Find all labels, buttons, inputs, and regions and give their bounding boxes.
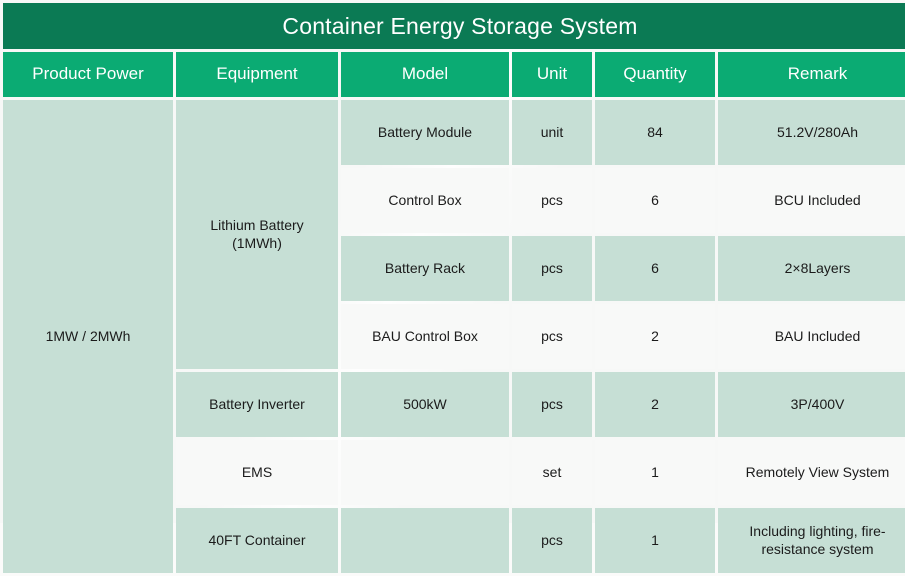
cell-unit: unit <box>512 100 592 165</box>
cell-remark: 3P/400V <box>718 372 905 437</box>
cell-equipment-container: 40FT Container <box>176 508 338 573</box>
cell-product-power: 1MW / 2MWh <box>3 100 173 573</box>
column-header-unit: Unit <box>512 52 592 97</box>
cell-unit: pcs <box>512 304 592 369</box>
cell-unit: pcs <box>512 372 592 437</box>
cell-remark: 2×8Layers <box>718 236 905 301</box>
column-header-remark: Remark <box>718 52 905 97</box>
remark-line2: resistance system <box>761 540 874 557</box>
cell-model: Battery Rack <box>341 236 509 301</box>
cell-model: BAU Control Box <box>341 304 509 369</box>
table-row: Control Box pcs 6 BCU Included <box>3 168 905 233</box>
cell-model: Control Box <box>341 168 509 233</box>
cell-remark: Including lighting, fire- resistance sys… <box>718 508 905 573</box>
table-row: Battery Rack pcs 6 2×8Layers <box>3 236 905 301</box>
cell-remark: BCU Included <box>718 168 905 233</box>
table-row: BAU Control Box pcs 2 BAU Included <box>3 304 905 369</box>
column-header-model: Model <box>341 52 509 97</box>
table-header-row: Product Power Equipment Model Unit Quant… <box>3 52 905 97</box>
table-row: Battery Inverter 500kW pcs 2 3P/400V <box>3 372 905 437</box>
equipment-name-line1: Lithium Battery <box>210 217 304 234</box>
column-header-product-power: Product Power <box>3 52 173 97</box>
table-title-row: Container Energy Storage System <box>3 3 905 49</box>
page-title: Container Energy Storage System <box>3 3 905 49</box>
cell-equipment-battery-inverter: Battery Inverter <box>176 372 338 437</box>
cell-remark: 51.2V/280Ah <box>718 100 905 165</box>
cell-unit: set <box>512 440 592 505</box>
remark-line1: Including lighting, fire- <box>749 523 886 540</box>
cell-model: 500kW <box>341 372 509 437</box>
cell-quantity: 6 <box>595 236 715 301</box>
cell-model <box>341 508 509 573</box>
cell-quantity: 1 <box>595 508 715 573</box>
cell-equipment-ems: EMS <box>176 440 338 505</box>
equipment-name-line2: (1MWh) <box>232 234 282 251</box>
cell-quantity: 2 <box>595 304 715 369</box>
cell-unit: pcs <box>512 508 592 573</box>
spec-table-container: Container Energy Storage System Product … <box>3 3 905 573</box>
column-header-quantity: Quantity <box>595 52 715 97</box>
cell-equipment-lithium-battery: Lithium Battery (1MWh) <box>176 100 338 369</box>
table-row: 1MW / 2MWh Lithium Battery (1MWh) Batter… <box>3 100 905 573</box>
cell-unit: pcs <box>512 168 592 233</box>
table-row: EMS set 1 Remotely View System <box>3 440 905 505</box>
cell-quantity: 84 <box>595 100 715 165</box>
cell-remark: Remotely View System <box>718 440 905 505</box>
cell-quantity: 1 <box>595 440 715 505</box>
cell-remark: BAU Included <box>718 304 905 369</box>
cell-quantity: 6 <box>595 168 715 233</box>
column-header-equipment: Equipment <box>176 52 338 97</box>
cell-unit: pcs <box>512 236 592 301</box>
cell-quantity: 2 <box>595 372 715 437</box>
cell-model: Battery Module <box>341 100 509 165</box>
cell-model <box>341 440 509 505</box>
